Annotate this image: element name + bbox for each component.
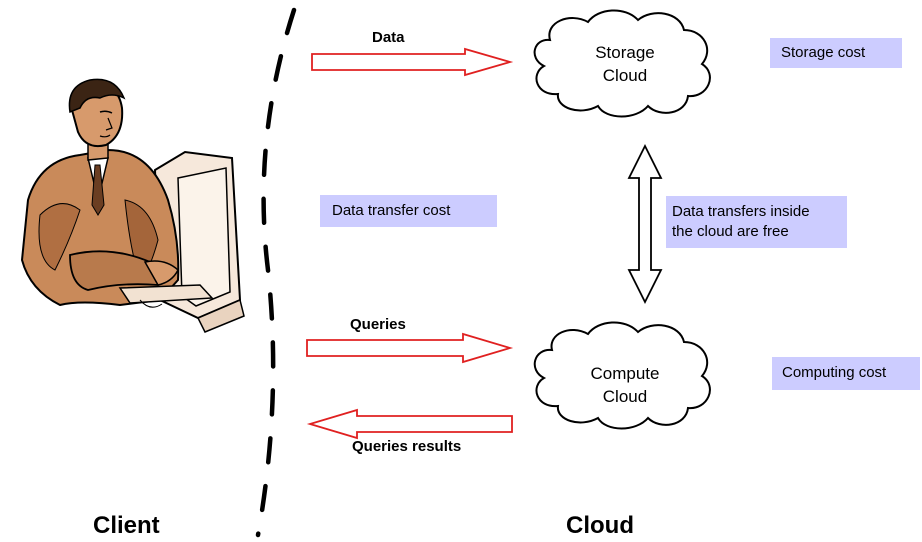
internal-transfer-note-line2: the cloud are free xyxy=(672,223,789,240)
internal-transfer-note-line1: Data transfers inside xyxy=(672,203,810,220)
compute-cloud-line2: Cloud xyxy=(602,387,648,406)
internal-transfer-arrow xyxy=(627,143,663,305)
storage-cloud-line2: Cloud xyxy=(602,66,648,85)
client-cloud-separator xyxy=(255,7,297,538)
storage-cloud-label: Storage Cloud xyxy=(580,41,670,87)
queries-results-arrow xyxy=(306,408,513,440)
internal-transfer-note-box: Data transfers inside the cloud are free xyxy=(666,196,847,248)
storage-cloud-line1: Storage xyxy=(595,43,655,62)
cloud-side-label: Cloud xyxy=(566,512,634,539)
data-transfer-cost-label: Data transfer cost xyxy=(332,202,451,219)
client-person-illustration xyxy=(20,78,245,333)
queries-arrow-label: Queries xyxy=(350,316,406,333)
data-arrow-label: Data xyxy=(372,29,405,46)
storage-cost-box: Storage cost xyxy=(770,38,902,68)
computing-cost-box: Computing cost xyxy=(772,357,920,390)
compute-cloud-shape xyxy=(533,321,711,430)
queries-arrow xyxy=(306,332,514,364)
storage-cloud-shape xyxy=(533,9,711,118)
storage-cost-label: Storage cost xyxy=(781,44,866,61)
compute-cloud-line1: Compute xyxy=(590,364,660,383)
compute-cloud-label: Compute Cloud xyxy=(580,362,670,408)
computing-cost-label: Computing cost xyxy=(782,364,887,381)
client-side-label: Client xyxy=(93,512,160,539)
data-transfer-cost-box: Data transfer cost xyxy=(320,195,497,227)
data-arrow xyxy=(311,47,514,77)
queries-results-arrow-label: Queries results xyxy=(352,438,462,455)
